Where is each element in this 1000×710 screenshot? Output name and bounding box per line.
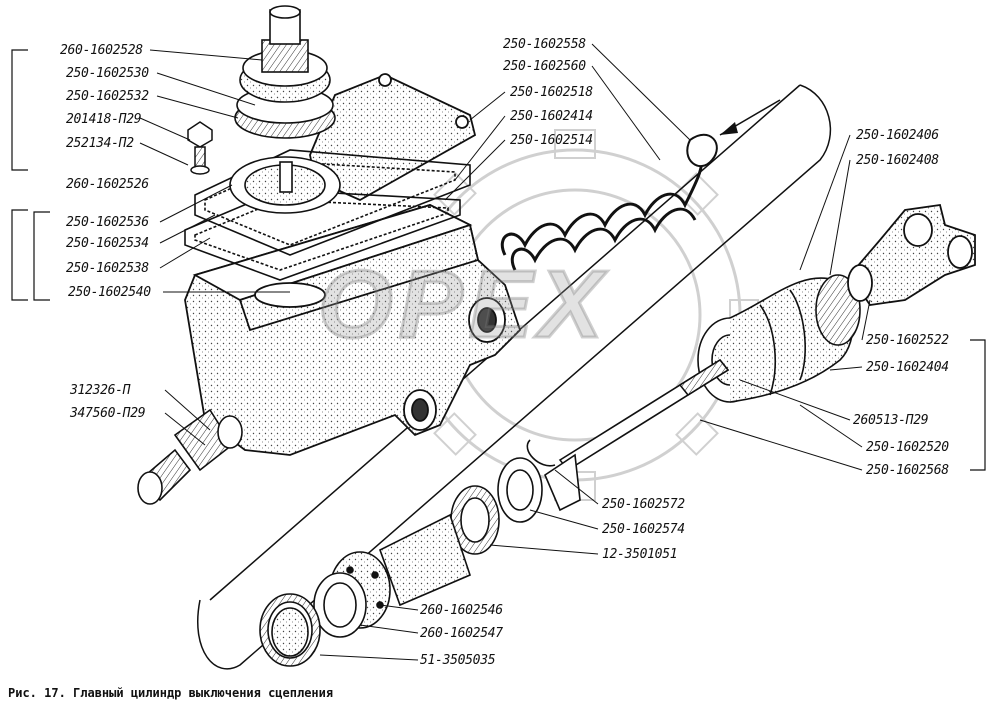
part-label: 250-1602560 (503, 59, 586, 74)
part-label: 250-1602408 (856, 153, 939, 168)
part-label: 312326-П (70, 383, 131, 398)
part-label: 250-1602520 (866, 440, 949, 455)
brand-watermark: OPEX (317, 250, 609, 360)
part-label: 250-1602518 (510, 85, 593, 100)
insertion-arrow-head (720, 122, 738, 135)
part-label: 51-3505035 (420, 653, 496, 668)
part-label: 252134-П2 (66, 136, 134, 151)
part-label: 250-1602530 (66, 66, 149, 81)
part-label: 250-1602568 (866, 463, 949, 478)
return-spring (500, 133, 718, 271)
part-label: 250-1602558 (503, 37, 586, 52)
part-label: 250-1602406 (856, 128, 939, 143)
part-label: 201418-П29 (66, 112, 142, 127)
part-label: 260513-П29 (853, 413, 929, 428)
part-label: 250-1602574 (602, 522, 685, 537)
outlet-fitting (137, 408, 243, 505)
part-label: 250-1602514 (510, 133, 593, 148)
part-label: 250-1602534 (66, 236, 149, 251)
clevis-fork (847, 203, 976, 306)
bolt (187, 121, 213, 175)
part-label: 250-1602572 (602, 497, 685, 512)
part-label: 250-1602532 (66, 89, 149, 104)
part-label: 250-1602540 (68, 285, 151, 300)
part-label: 260-1602546 (420, 603, 503, 618)
part-label: 250-1602404 (866, 360, 949, 375)
part-label: 250-1602538 (66, 261, 149, 276)
piston-parts (259, 457, 543, 667)
cover-plate (309, 73, 477, 202)
part-label: 260-1602526 (66, 177, 149, 192)
part-label: 260-1602547 (420, 626, 503, 641)
part-label: 250-1602536 (66, 215, 149, 230)
push-rod (526, 358, 730, 512)
part-label: 347560-П29 (70, 406, 146, 421)
piston-boot (697, 274, 861, 403)
part-label: 260-1602528 (60, 43, 143, 58)
part-label: 250-1602522 (866, 333, 949, 348)
label-brackets (11, 49, 986, 471)
figure-caption: Рис. 17. Главный цилиндр выключения сцеп… (8, 686, 334, 700)
valve-assembly (229, 5, 341, 214)
part-label: 250-1602414 (510, 109, 593, 124)
leader-lines (139, 43, 871, 661)
part-label: 12-3501051 (602, 547, 678, 562)
